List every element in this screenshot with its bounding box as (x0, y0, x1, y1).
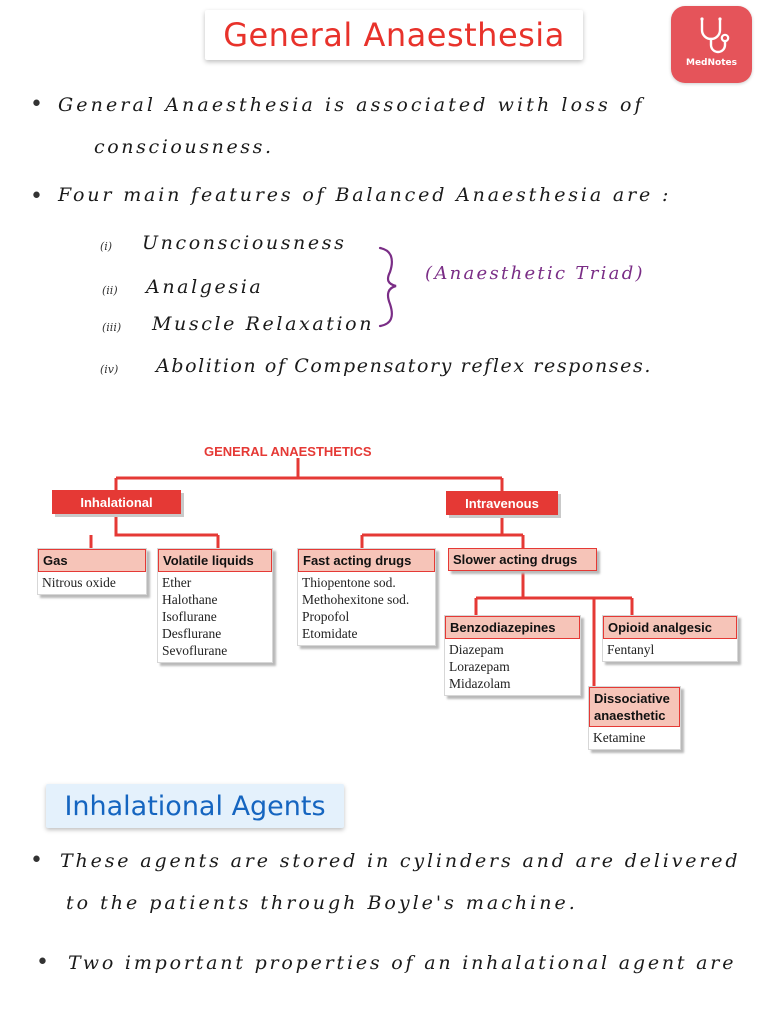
fast-acting-item: Propofol (302, 609, 350, 624)
gas-item: Nitrous oxide (42, 575, 116, 590)
gas-node: Gas Nitrous oxide (37, 548, 147, 595)
feature-item: Abolition of Compensatory reflex respons… (156, 355, 652, 377)
volatile-item: Isoflurane (162, 609, 217, 624)
feature-item: Unconsciousness (142, 232, 347, 254)
dissociative-item: Ketamine (593, 730, 646, 745)
feature-item: Muscle Relaxation (152, 313, 375, 335)
bullet: • (36, 950, 49, 975)
fast-acting-item: Methohexitone sod. (302, 592, 410, 607)
feature-item: Analgesia (146, 276, 264, 298)
volatile-liquids-node: Volatile liquids Ether Halothane Isoflur… (157, 548, 273, 663)
volatile-liquids-title: Volatile liquids (158, 549, 272, 572)
bullet: • (30, 184, 43, 209)
volatile-item: Ether (162, 575, 192, 590)
inhal-line-1: These agents are stored in cylinders and… (60, 850, 741, 872)
dissociative-title-line-1: Dissociative (594, 691, 670, 706)
fast-acting-item: Etomidate (302, 626, 358, 641)
dissociative-anaesthetic-node: Dissociative anaesthetic Ketamine (588, 686, 681, 750)
opioid-analgesic-title: Opioid analgesic (603, 616, 737, 639)
item-numeral: (iii) (102, 321, 122, 334)
inhal-line-3: Two important properties of an inhalatio… (68, 952, 737, 974)
benzodiazepine-item: Midazolam (449, 676, 511, 691)
intravenous-box: Intravenous (446, 491, 558, 515)
fast-acting-title: Fast acting drugs (298, 549, 435, 572)
slower-acting-title: Slower acting drugs (448, 548, 597, 571)
features-heading: Four main features of Balanced Anaesthes… (58, 184, 672, 206)
fast-acting-item: Thiopentone sod. (302, 575, 396, 590)
inhalational-box: Inhalational (52, 490, 181, 514)
mednotes-logo: MedNotes (671, 6, 752, 83)
diagram-title: GENERAL ANAESTHETICS (204, 444, 372, 459)
slower-acting-node: Slower acting drugs (448, 548, 597, 571)
opioid-item: Fentanyl (607, 642, 655, 657)
intro-line-2: consciousness. (94, 136, 274, 158)
item-numeral: (i) (100, 240, 113, 253)
volatile-item: Desflurane (162, 626, 222, 641)
fast-acting-node: Fast acting drugs Thiopentone sod. Metho… (297, 548, 436, 646)
item-numeral: (iv) (100, 363, 119, 376)
opioid-analgesic-node: Opioid analgesic Fentanyl (602, 615, 738, 662)
benzodiazepine-item: Lorazepam (449, 659, 510, 674)
volatile-item: Halothane (162, 592, 218, 607)
benzodiazepine-item: Diazepam (449, 642, 504, 657)
anaesthetic-triad-label: (Anaesthetic Triad) (425, 263, 645, 284)
bullet: • (30, 848, 43, 873)
benzodiazepines-title: Benzodiazepines (445, 616, 580, 639)
stethoscope-icon (700, 17, 730, 54)
bullet: • (30, 92, 43, 117)
dissociative-title-line-2: anaesthetic (594, 708, 666, 723)
logo-label: MedNotes (686, 58, 737, 68)
section-heading: Inhalational Agents (64, 790, 326, 822)
dissociative-anaesthetic-title: Dissociative anaesthetic (589, 687, 680, 727)
page-title-box: General Anaesthesia (205, 10, 583, 60)
page-title: General Anaesthesia (223, 16, 565, 54)
volatile-item: Sevoflurane (162, 643, 228, 658)
section-heading-box: Inhalational Agents (46, 784, 344, 828)
curly-brace (378, 246, 397, 328)
benzodiazepines-node: Benzodiazepines Diazepam Lorazepam Midaz… (444, 615, 581, 696)
intro-line-1: General Anaesthesia is associated with l… (58, 94, 645, 116)
item-numeral: (ii) (102, 284, 118, 297)
gas-title: Gas (38, 549, 146, 572)
inhal-line-2: to the patients through Boyle's machine. (66, 892, 578, 914)
